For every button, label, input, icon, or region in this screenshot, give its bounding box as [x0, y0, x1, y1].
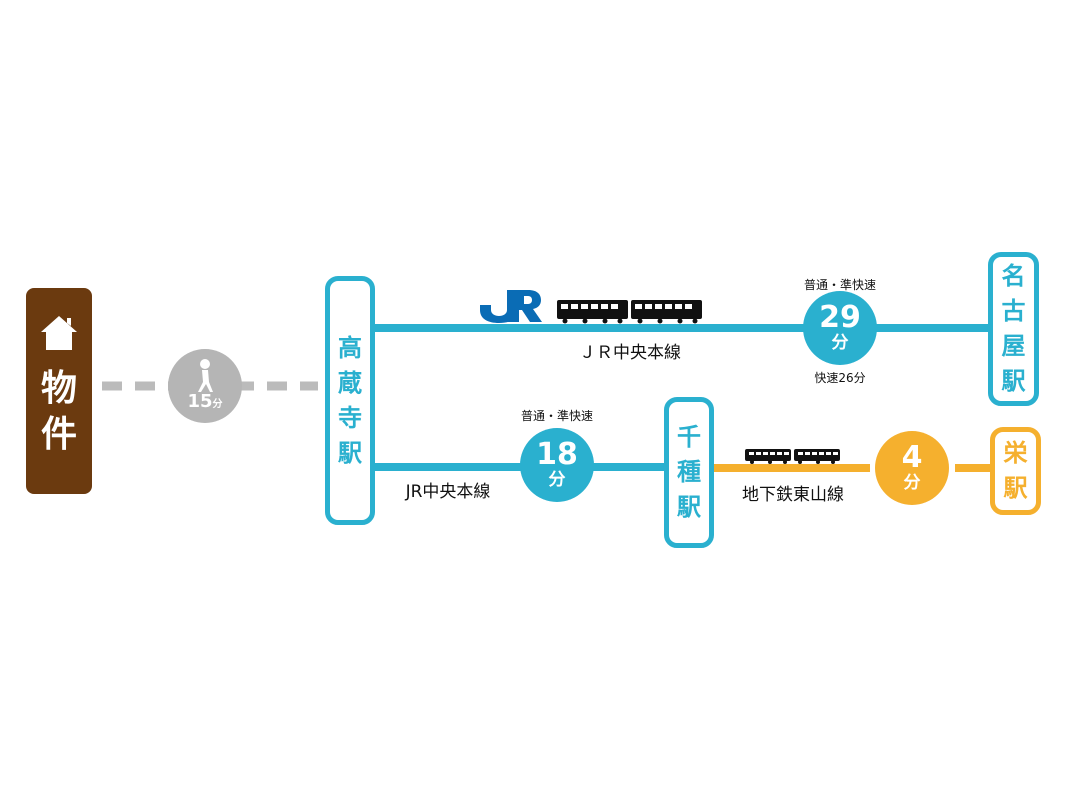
- property-label-char: 物: [40, 368, 77, 409]
- station-char: 屋: [1001, 332, 1026, 360]
- station-chikusa: 千種駅: [664, 397, 714, 548]
- rapid-note: 快速26分: [814, 371, 866, 385]
- train-icon-jr: [557, 300, 702, 324]
- walking-person-icon: [198, 358, 213, 392]
- station-sakae: 栄駅: [990, 427, 1041, 515]
- station-char: 名: [1001, 262, 1026, 290]
- jr-logo: [480, 290, 542, 323]
- station-char: 駅: [338, 438, 362, 467]
- minutes: 18: [536, 437, 578, 472]
- walk-unit: 分: [212, 398, 223, 410]
- unit: 分: [831, 333, 849, 353]
- station-char: 寺: [338, 403, 362, 432]
- train-icon-subway: [745, 449, 840, 464]
- line-label-jr: ＪＲ中央本線: [579, 343, 681, 363]
- line-label-jr: JR中央本線: [405, 482, 491, 502]
- station-nagoya: 名古屋駅: [988, 252, 1039, 406]
- time-badge-18: 18 分: [520, 428, 594, 502]
- station-kozoji: 高蔵寺駅: [325, 276, 375, 525]
- walk-minutes: 15: [187, 390, 213, 412]
- property-label-char: 件: [40, 414, 77, 455]
- minutes: 29: [819, 300, 861, 335]
- station-char: 種: [677, 458, 701, 486]
- property-box: 物 件: [26, 288, 92, 494]
- station-char: 蔵: [338, 368, 362, 397]
- time-badge-29: 29 分: [803, 291, 877, 365]
- house-icon: [41, 316, 77, 350]
- unit: 分: [903, 473, 921, 493]
- station-char: 駅: [1001, 367, 1026, 395]
- station-char: 駅: [677, 493, 701, 521]
- service-label: 普通・準快速: [803, 278, 877, 292]
- station-char: 古: [1001, 297, 1026, 325]
- service-label: 普通・準快速: [520, 409, 594, 423]
- time-badge-4: 4 分: [875, 431, 949, 505]
- station-char: 駅: [1003, 474, 1028, 502]
- station-char: 高: [338, 333, 362, 362]
- minutes: 4: [901, 440, 923, 475]
- walk-time-badge: 15分: [168, 349, 242, 423]
- unit: 分: [548, 470, 566, 490]
- station-char: 栄: [1003, 439, 1028, 467]
- line-label-subway: 地下鉄東山線: [742, 485, 844, 505]
- station-char: 千: [677, 423, 701, 451]
